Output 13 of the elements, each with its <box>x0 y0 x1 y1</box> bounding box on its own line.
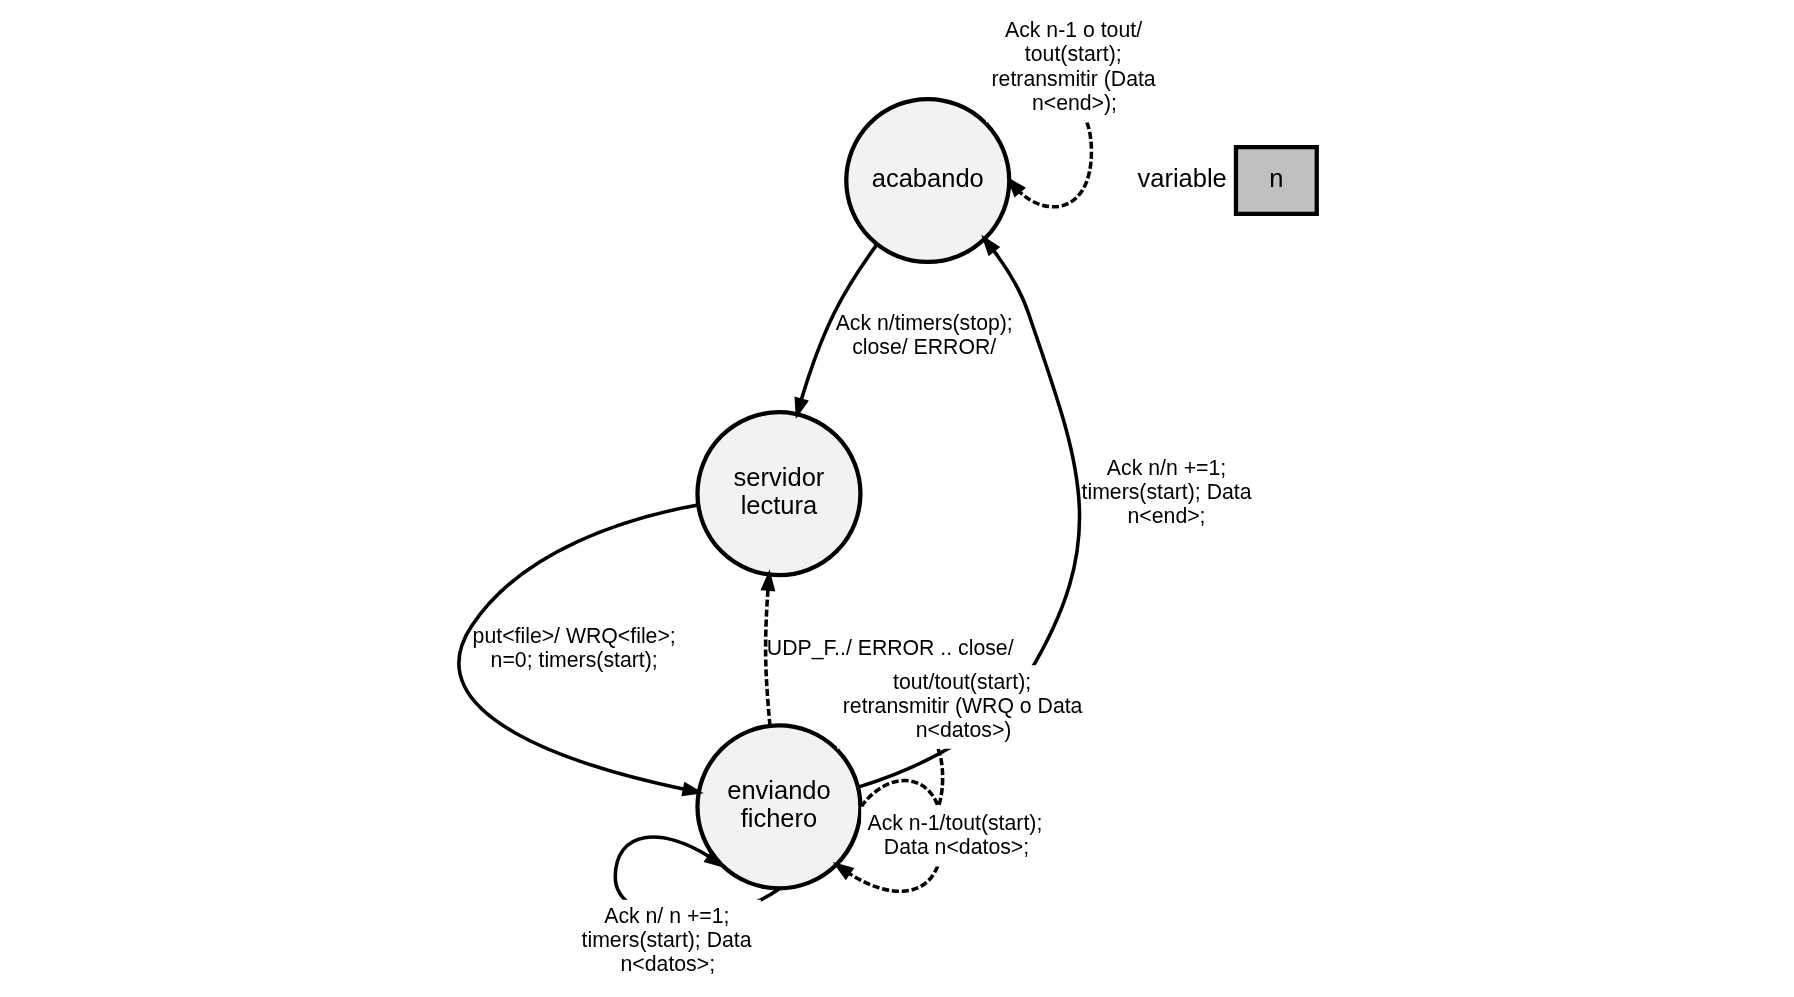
node-label: variable <box>1137 163 1227 192</box>
edge-label: Ack n/timers(stop); close/ ERROR/ <box>835 310 1013 359</box>
arrow <box>794 243 879 419</box>
node-circle: enviando fichero <box>695 722 863 890</box>
edge-label: Ack n/n +=1; timers(start); Data n<end>; <box>1081 455 1252 528</box>
edge-label: UDP_F../ ERROR .. close/ <box>766 635 1014 660</box>
node-circle: acabando <box>844 96 1012 264</box>
edge-label: put<file>/ WRQ<file>; n=0; timers(start); <box>472 623 676 672</box>
arrow <box>457 502 704 796</box>
node-circle: servidor lectura <box>695 409 863 577</box>
edge-label: Ack n-1/tout(start); Data n<datos>; <box>867 810 1043 859</box>
arrow <box>760 569 776 726</box>
edge-label: Ack n/ n +=1; timers(start); Data n<datos>; <box>581 903 752 976</box>
